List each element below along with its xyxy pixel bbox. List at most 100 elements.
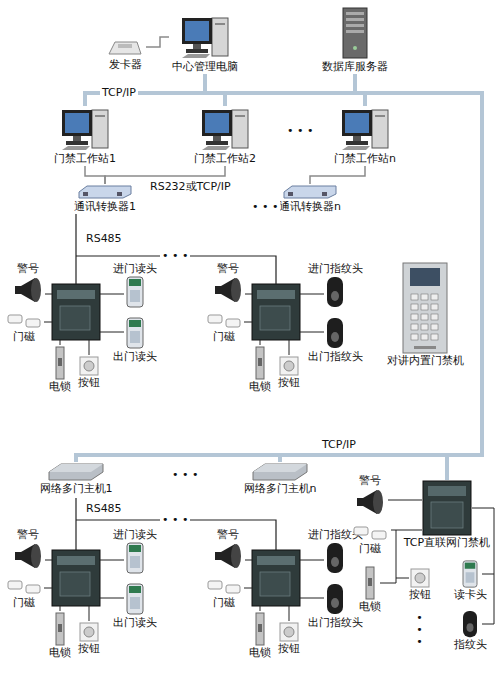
reader-node: 读卡头	[451, 560, 490, 602]
speaker-node: 警号	[10, 262, 46, 304]
device-label: 警号	[17, 528, 39, 542]
reader-node: 出门读头	[110, 582, 160, 630]
device-label: 通讯转换器n	[279, 200, 341, 214]
device-label: TCP直联网门禁机	[404, 536, 490, 550]
speaker-node: 警号	[10, 528, 46, 570]
finger-node: 指纹头	[451, 610, 490, 652]
magnet-node: 门磁	[203, 578, 245, 610]
lock-icon	[253, 346, 267, 380]
magnet-icon	[6, 312, 42, 330]
device-label: 门磁	[213, 330, 235, 344]
finger-icon	[325, 582, 345, 616]
device-label: 出门指纹头	[308, 350, 363, 364]
device-label: 警号	[17, 262, 39, 276]
serial-line	[146, 37, 169, 47]
device-label: 按钮	[78, 376, 100, 390]
device-label: 电锁	[249, 380, 271, 394]
pc-icon	[340, 106, 390, 152]
lock-node: 电锁	[246, 346, 274, 394]
device-label: 门磁	[213, 596, 235, 610]
finger-node: 进门指纹头	[305, 262, 366, 308]
device-label: 电锁	[49, 646, 71, 660]
bus-label: • • •	[170, 468, 200, 482]
magnet-node: 门磁	[3, 578, 45, 610]
finger-node: 出门指纹头	[305, 316, 366, 364]
conv-icon	[77, 184, 133, 200]
host-node: 网络多门主机1	[37, 462, 116, 496]
button-icon	[279, 356, 299, 376]
issuer-icon	[107, 36, 143, 58]
device-label: 按钮	[409, 588, 431, 602]
speaker-icon	[13, 542, 43, 570]
device-label: 按钮	[278, 376, 300, 390]
intercom-icon	[402, 262, 448, 354]
magnet-node: 门磁	[203, 312, 245, 344]
reader-icon	[126, 316, 144, 350]
lock-icon	[253, 612, 267, 646]
speaker-node: 警号	[210, 262, 246, 304]
bus-label: TCP/IP	[320, 438, 358, 452]
ctrl-node: TCP直联网门禁机	[401, 480, 494, 550]
button-node: 按钮	[275, 356, 303, 390]
device-label: 警号	[217, 528, 239, 542]
device-label: 网络多门主机n	[244, 482, 317, 496]
controller-group	[244, 550, 324, 621]
device-label: 按钮	[278, 642, 300, 656]
device-label: 对讲内置门禁机	[387, 354, 464, 368]
magnet-node: 门磁	[349, 524, 391, 556]
device-label: 电锁	[359, 600, 381, 614]
pc-node: 中心管理电脑	[169, 14, 241, 74]
button-node: 按钮	[275, 622, 303, 656]
reader-icon	[126, 542, 144, 574]
magnet-icon	[6, 578, 42, 596]
controller-group	[44, 284, 124, 355]
device-label: 进门指纹头	[308, 262, 363, 276]
button-node: 按钮	[75, 622, 103, 656]
pc-node: 门禁工作站1	[51, 106, 119, 166]
speaker-icon	[355, 488, 385, 516]
device-label: 电锁	[249, 646, 271, 660]
bus-label: • • •	[285, 124, 315, 138]
magnet-icon	[206, 578, 242, 596]
device-label: 警号	[217, 262, 239, 276]
bus-label: • • •	[160, 513, 190, 527]
network-line	[205, 74, 482, 480]
speaker-icon	[13, 276, 43, 304]
device-label: 门磁	[13, 596, 35, 610]
reader-icon	[126, 582, 144, 616]
device-label: 警号	[359, 474, 381, 488]
pc-icon	[180, 14, 230, 60]
pc-icon	[200, 106, 250, 152]
finger-node: 出门指纹头	[305, 582, 366, 630]
device-label: 出门读头	[113, 616, 157, 630]
lock-node: 电锁	[246, 612, 274, 660]
pc-node: 门禁工作站2	[191, 106, 259, 166]
device-label: 中心管理电脑	[172, 60, 238, 74]
bus-label: • • •	[250, 200, 280, 214]
device-label: 门磁	[359, 542, 381, 556]
reader-node: 进门读头	[110, 262, 160, 308]
reader-icon	[461, 560, 479, 588]
finger-icon	[325, 276, 345, 308]
finger-icon	[325, 316, 345, 350]
device-label: 指纹头	[454, 638, 487, 652]
button-node: 按钮	[75, 356, 103, 390]
network-line	[205, 74, 365, 106]
lock-node: 电锁	[46, 612, 74, 660]
network-line	[205, 74, 355, 93]
reader-node: 进门读头	[110, 528, 160, 574]
speaker-icon	[213, 542, 243, 570]
device-label: 门禁工作站1	[54, 152, 116, 166]
magnet-icon	[352, 524, 388, 542]
host-icon	[251, 462, 309, 482]
lock-icon	[53, 612, 67, 646]
device-label: 出门指纹头	[308, 616, 363, 630]
device-label: 出门读头	[113, 350, 157, 364]
device-label: 进门读头	[113, 528, 157, 542]
network-line	[205, 74, 225, 106]
bus-label: RS485	[84, 232, 124, 246]
network-line	[85, 74, 205, 106]
speaker-node: 警号	[210, 528, 246, 570]
pc-icon	[60, 106, 110, 152]
